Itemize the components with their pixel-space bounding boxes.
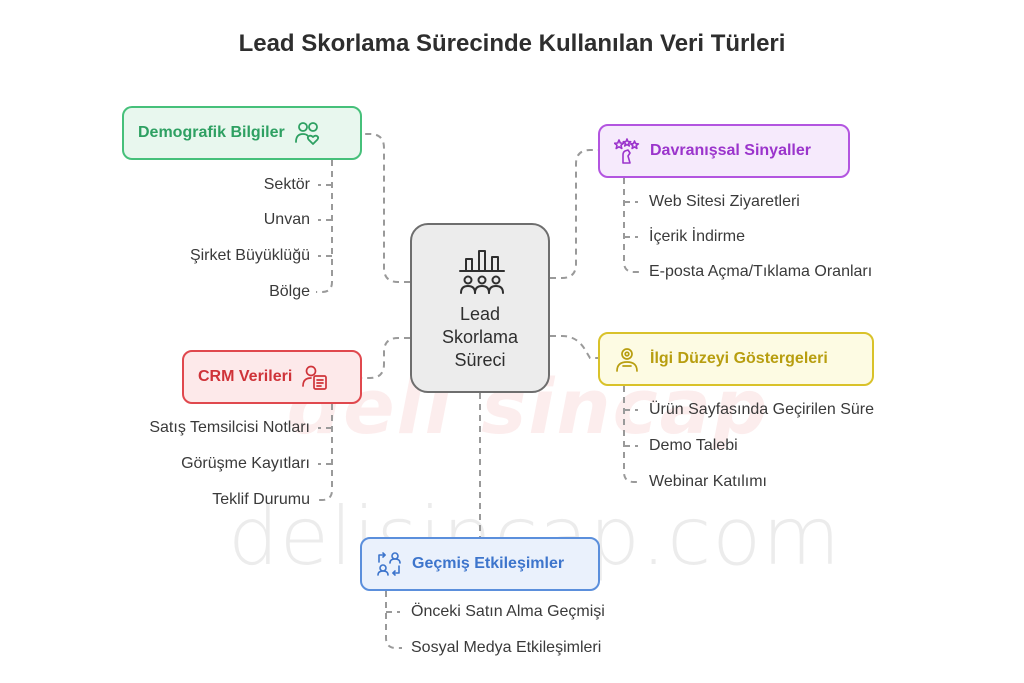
crm-item-gorusme-kayitlari: Görüşme Kayıtları	[181, 455, 310, 472]
demografik-item-bolge: Bölge	[269, 283, 310, 300]
davranissal-item-icerik-indirme: İçerik İndirme	[649, 228, 746, 245]
center-node: Lead Skorlama Süreci	[410, 223, 550, 393]
demografik-item-sektor: Sektör	[263, 176, 310, 193]
bracket-davranissal	[623, 178, 640, 273]
user-document-icon	[302, 365, 328, 390]
category-ilgi-label: İlgi Düzeyi Göstergeleri	[650, 350, 828, 367]
category-ilgi: İlgi Düzeyi Göstergeleri	[598, 332, 874, 386]
crm-item-teklif-durumu: Teklif Durumu	[212, 491, 310, 508]
gecmis-item-satin-alma: Önceki Satın Alma Geçmişi	[411, 603, 605, 620]
bracket-demografik	[316, 160, 333, 293]
crm-item-satis-notlari: Satış Temsilcisi Notları	[149, 419, 310, 436]
bracket-ilgi	[623, 386, 640, 483]
category-demografik-label: Demografik Bilgiler	[138, 124, 285, 141]
connector-crm	[362, 337, 410, 379]
bracket-gecmis	[385, 591, 402, 649]
davranissal-item-eposta: E-posta Açma/Tıklama Oranları	[649, 263, 873, 280]
category-demografik: Demografik Bilgiler	[122, 106, 362, 160]
people-heart-icon	[294, 122, 319, 145]
category-gecmis: Geçmiş Etkileşimler	[360, 537, 600, 591]
center-label: Lead Skorlama Süreci	[441, 304, 519, 370]
demografik-item-sirket-buyuklugu: Şirket Büyüklüğü	[189, 247, 310, 264]
demografik-item-unvan: Unvan	[263, 211, 310, 228]
ilgi-item-demo-talebi: Demo Talebi	[649, 437, 738, 454]
connector-ilgi	[550, 335, 598, 359]
category-crm-label: CRM Verileri	[198, 368, 293, 385]
ilgi-item-webinar: Webinar Katılımı	[649, 473, 767, 490]
category-gecmis-label: Geçmiş Etkileşimler	[412, 555, 565, 572]
connector-davranissal	[550, 149, 598, 279]
category-davranissal: Davranışsal Sinyaller	[598, 124, 850, 178]
team-chart-icon	[459, 250, 505, 294]
connector-demografik	[362, 133, 410, 283]
stars-hand-icon	[614, 138, 640, 164]
category-crm: CRM Verileri	[182, 350, 362, 404]
davranissal-item-web-sitesi: Web Sitesi Ziyaretleri	[649, 193, 800, 210]
diagram-title: Lead Skorlama Sürecinde Kullanılan Veri …	[238, 30, 786, 57]
ilgi-item-urun-sayfasi: Ürün Sayfasında Geçirilen Süre	[649, 401, 874, 418]
category-davranissal-label: Davranışsal Sinyaller	[650, 142, 811, 159]
user-focus-icon	[616, 348, 638, 372]
bracket-crm	[316, 404, 333, 501]
users-exchange-icon	[377, 552, 401, 576]
gecmis-item-sosyal-medya: Sosyal Medya Etkileşimleri	[411, 639, 602, 656]
